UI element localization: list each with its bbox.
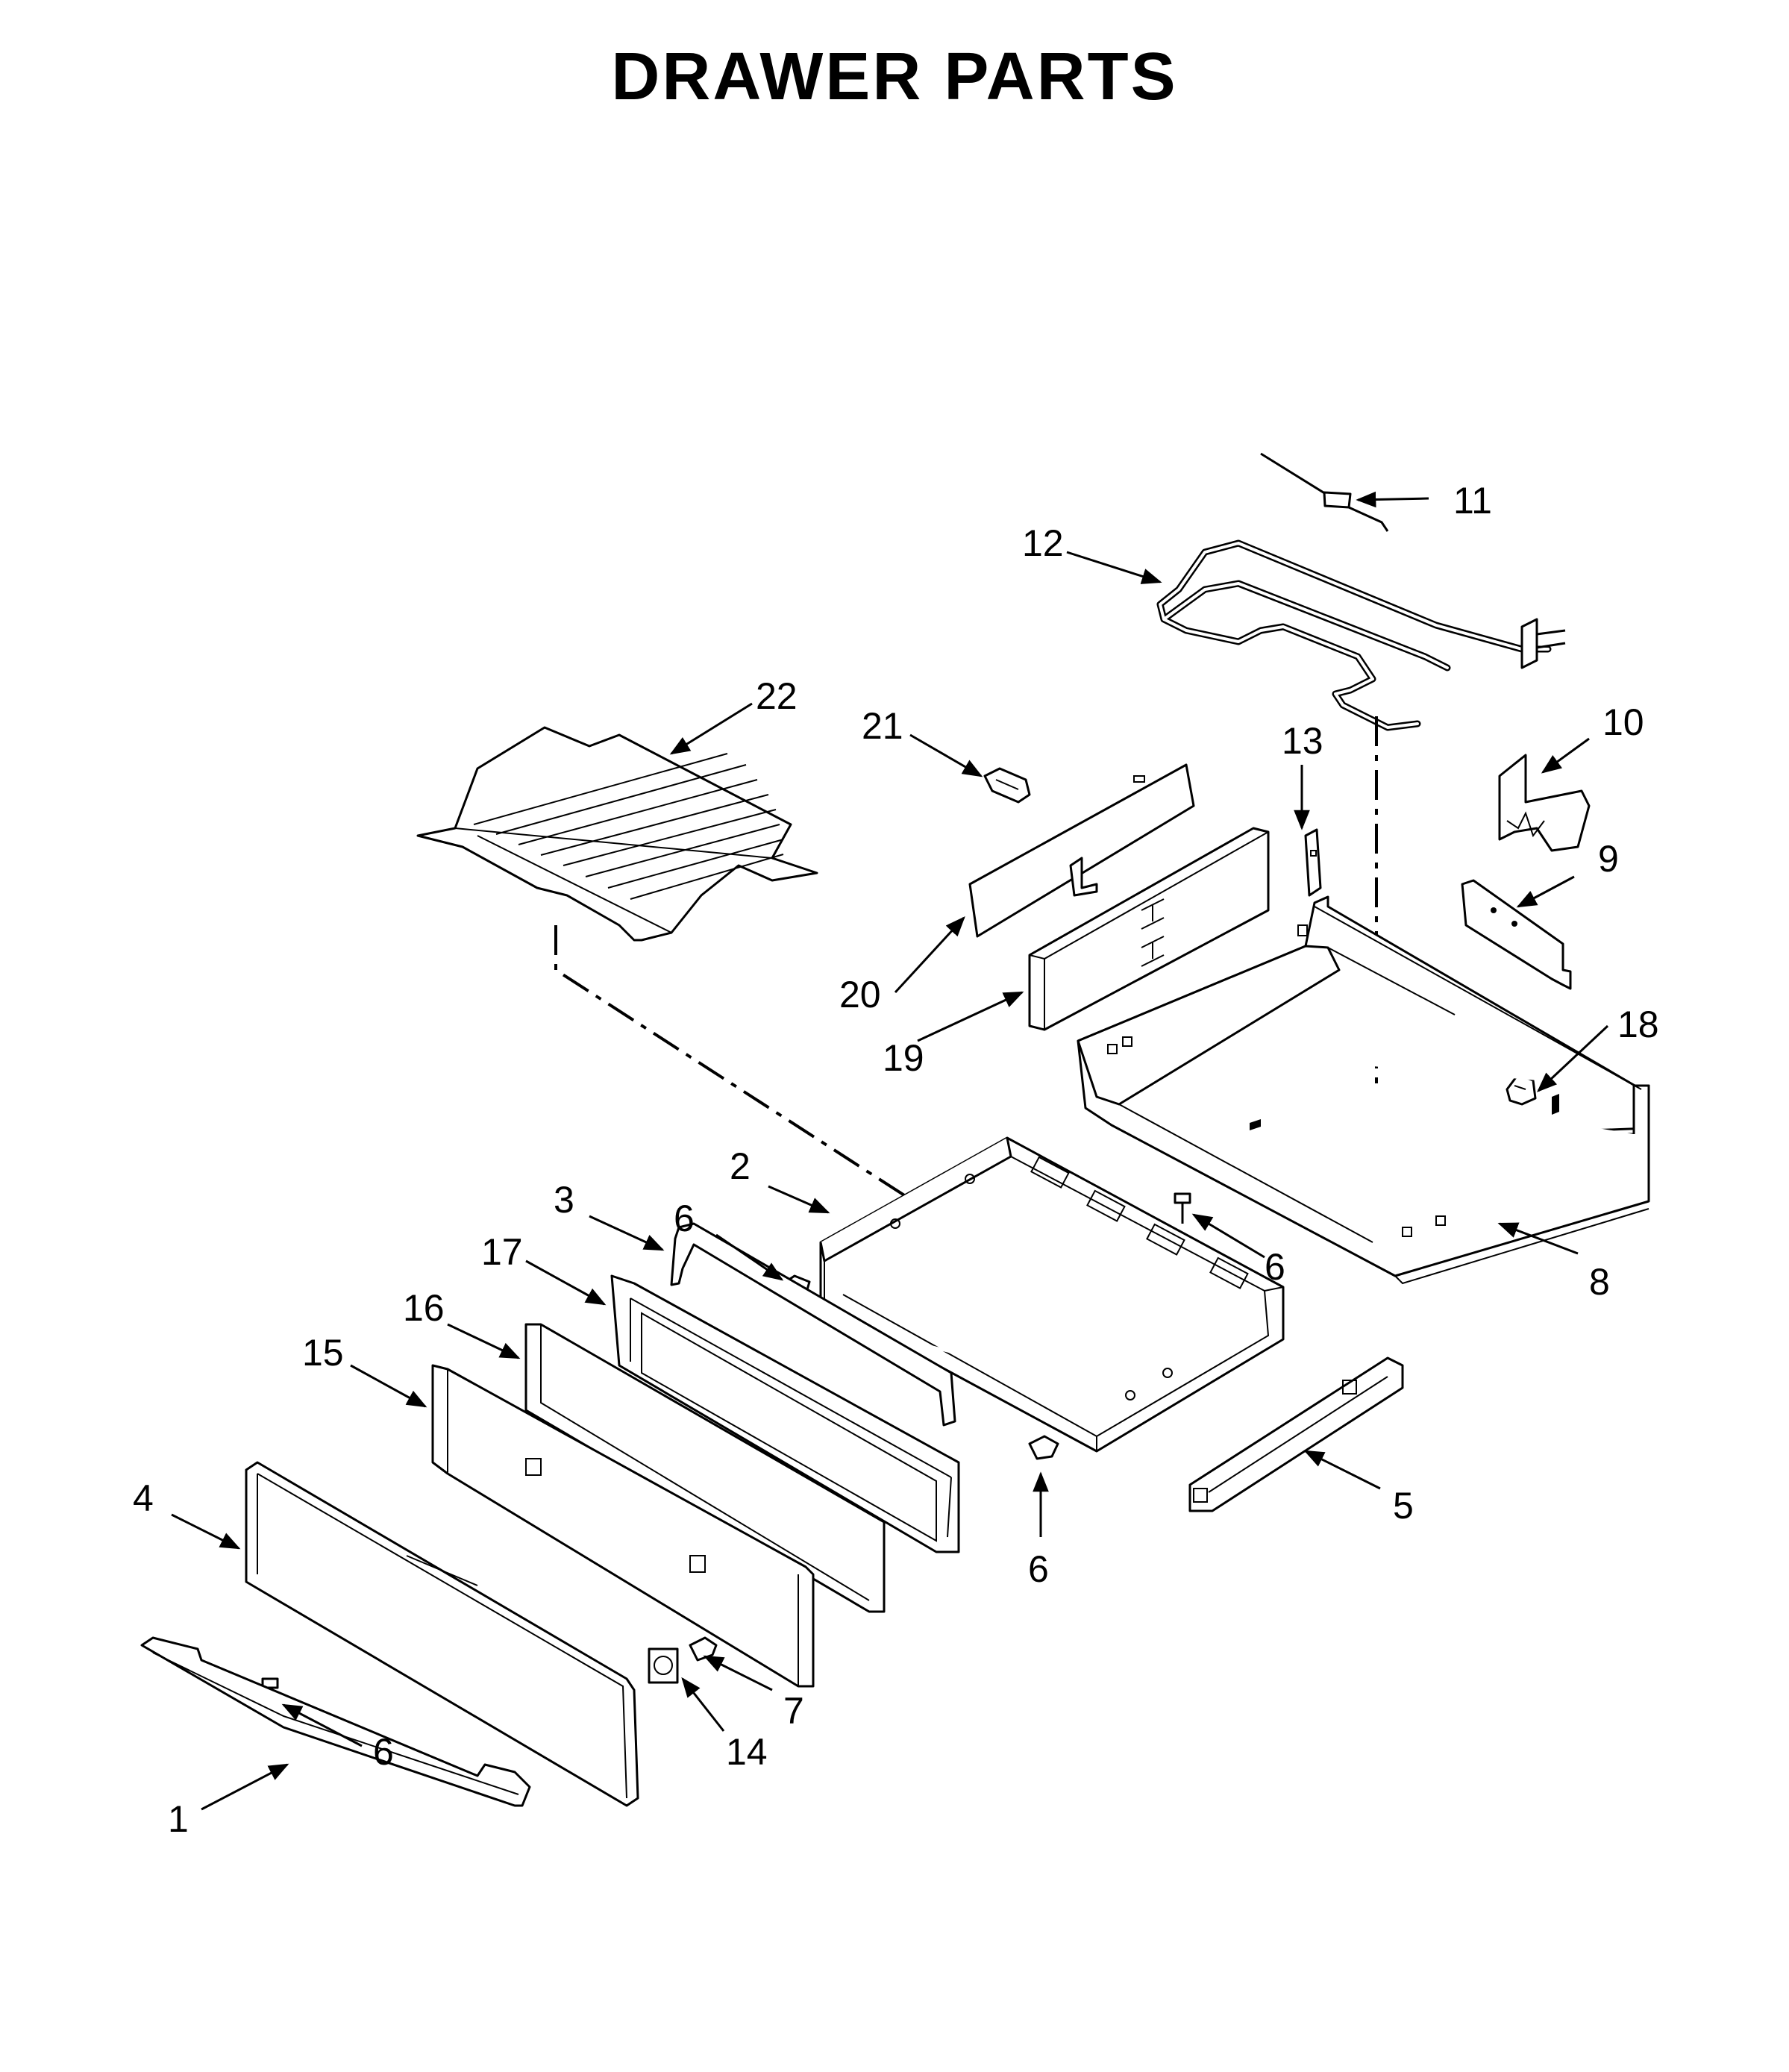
callout-11: 11 [1453, 480, 1492, 522]
part-7-screw [689, 1636, 718, 1662]
callout-10: 10 [1602, 701, 1644, 743]
part-14-bumper [648, 1647, 679, 1684]
callout-7: 7 [783, 1690, 804, 1732]
leader-4 [171, 1513, 241, 1550]
callout-17: 17 [481, 1231, 523, 1273]
leader-14 [681, 1677, 725, 1732]
part-21-screw [983, 767, 1031, 804]
part-16-panel [524, 1323, 886, 1613]
callout-6-c: 6 [1028, 1548, 1049, 1590]
leader-5 [1303, 1450, 1381, 1490]
callout-19: 19 [883, 1037, 924, 1079]
part-17-panel [610, 1274, 960, 1553]
leader-3 [589, 1215, 665, 1251]
part-2-drawer-pan [819, 1136, 1285, 1453]
leader-22 [669, 702, 753, 755]
assembly-line-rack [554, 925, 927, 1210]
part-4-drawer-front [245, 1461, 639, 1807]
callout-8: 8 [1589, 1261, 1610, 1303]
callout-6-d: 6 [373, 1731, 394, 1773]
leader-1 [201, 1763, 289, 1811]
leader-8 [1497, 1222, 1579, 1255]
callout-15: 15 [302, 1332, 344, 1374]
callout-1: 1 [168, 1798, 189, 1840]
leader-20 [894, 916, 965, 994]
callout-21: 21 [862, 705, 903, 747]
callout-14: 14 [726, 1731, 768, 1773]
callout-6-b: 6 [1265, 1246, 1285, 1288]
leader-19 [917, 991, 1024, 1042]
part-12-heating-element [1156, 539, 1566, 731]
callout-13: 13 [1282, 720, 1323, 762]
callout-16: 16 [403, 1287, 445, 1329]
leader-10 [1541, 737, 1590, 774]
leader-12 [1066, 551, 1162, 584]
leader-9 [1516, 875, 1575, 908]
leader-arrows [171, 491, 1609, 1811]
part-6-screw-b [1174, 1192, 1191, 1224]
part-13-small-bracket [1304, 828, 1322, 897]
page-title: DRAWER PARTS [611, 40, 1178, 114]
part-8-drawer-housing [1077, 895, 1650, 1285]
drawer-pan-ribs [886, 1218, 1255, 1400]
leader-16 [447, 1323, 521, 1359]
callout-12: 12 [1022, 522, 1064, 564]
part-20-panel [968, 763, 1195, 938]
callout-labels: 11 12 22 21 13 10 9 18 20 19 2 3 6 6 17 … [133, 480, 1659, 1840]
part-11-sensor [1260, 452, 1389, 532]
part-6-screw-c [1028, 1435, 1059, 1460]
part-5-slide-rail [1188, 1356, 1404, 1512]
callout-5: 5 [1393, 1485, 1414, 1527]
leader-6a [715, 1233, 784, 1281]
leader-2 [768, 1185, 830, 1214]
callout-2: 2 [730, 1145, 751, 1187]
callout-3: 3 [554, 1179, 574, 1221]
part-19-insulation [1028, 827, 1270, 1031]
callout-4: 4 [133, 1477, 154, 1519]
part-3-handle-bar [670, 1222, 956, 1427]
callout-6-a: 6 [674, 1198, 695, 1239]
leader-18 [1537, 1024, 1609, 1092]
leader-21 [909, 733, 983, 777]
part-10-bracket [1498, 754, 1591, 852]
part-9-panel [1461, 879, 1572, 990]
leader-6d [281, 1703, 363, 1747]
part-15-panel [431, 1364, 815, 1688]
leader-17 [525, 1259, 607, 1306]
leader-7 [703, 1655, 773, 1691]
leader-11 [1356, 491, 1429, 508]
callout-18: 18 [1617, 1004, 1659, 1045]
callout-20: 20 [839, 974, 881, 1015]
rack-bars [473, 753, 784, 900]
leader-6b [1191, 1213, 1265, 1259]
leader-15 [350, 1364, 427, 1408]
callout-9: 9 [1598, 838, 1619, 880]
callout-22: 22 [756, 675, 798, 717]
part-22-rack [416, 726, 818, 942]
